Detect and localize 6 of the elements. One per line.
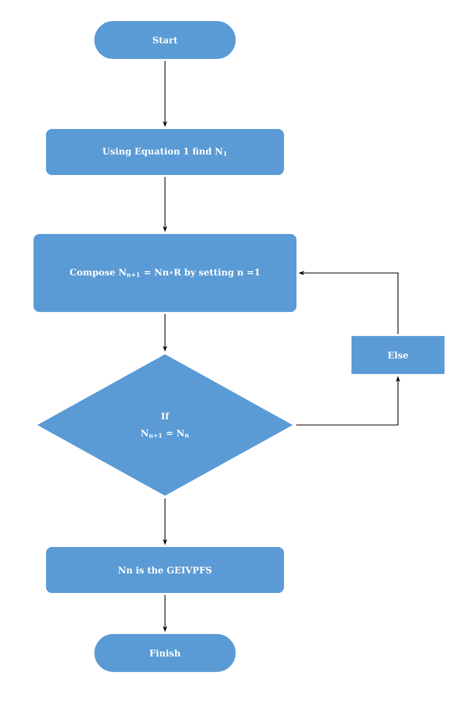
process-box: Else [350, 334, 446, 376]
process-box: Nn is the GEIVPFS [44, 545, 286, 595]
process-box: Using Equation 1 find N$_{1}$ [44, 127, 286, 177]
terminal-box: Finish [92, 632, 238, 674]
process-box: Compose N$_{n+1}$ = Nn∘R by setting n =1 [32, 232, 298, 314]
terminal-box: Start [92, 19, 238, 61]
